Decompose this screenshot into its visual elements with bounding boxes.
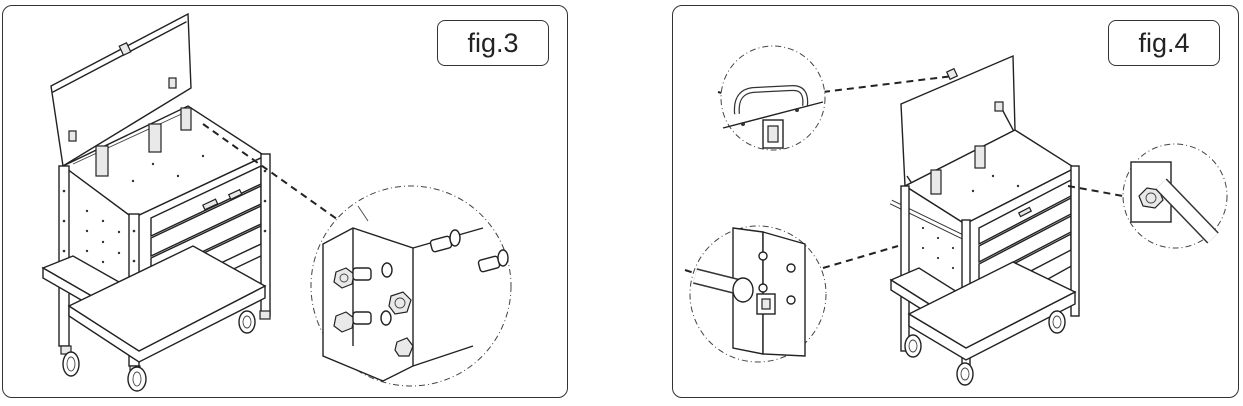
fig4-drawing — [684, 45, 1228, 386]
gas-strut-detail-callout — [1122, 143, 1228, 249]
bolt-detail-callout — [310, 185, 512, 387]
side-handle-detail-callout — [689, 225, 827, 363]
figure-panel-fig4: fig.4 — [672, 5, 1239, 398]
tool-cart-drawing — [41, 12, 271, 392]
figure-label: fig.4 — [1108, 20, 1220, 66]
fig3-drawing — [41, 12, 512, 392]
handle-detail-callout — [720, 45, 826, 151]
tool-cart-drawing — [889, 54, 1080, 386]
figure-panel-fig3: fig.3 — [2, 5, 568, 398]
figure-label: fig.3 — [437, 20, 549, 66]
